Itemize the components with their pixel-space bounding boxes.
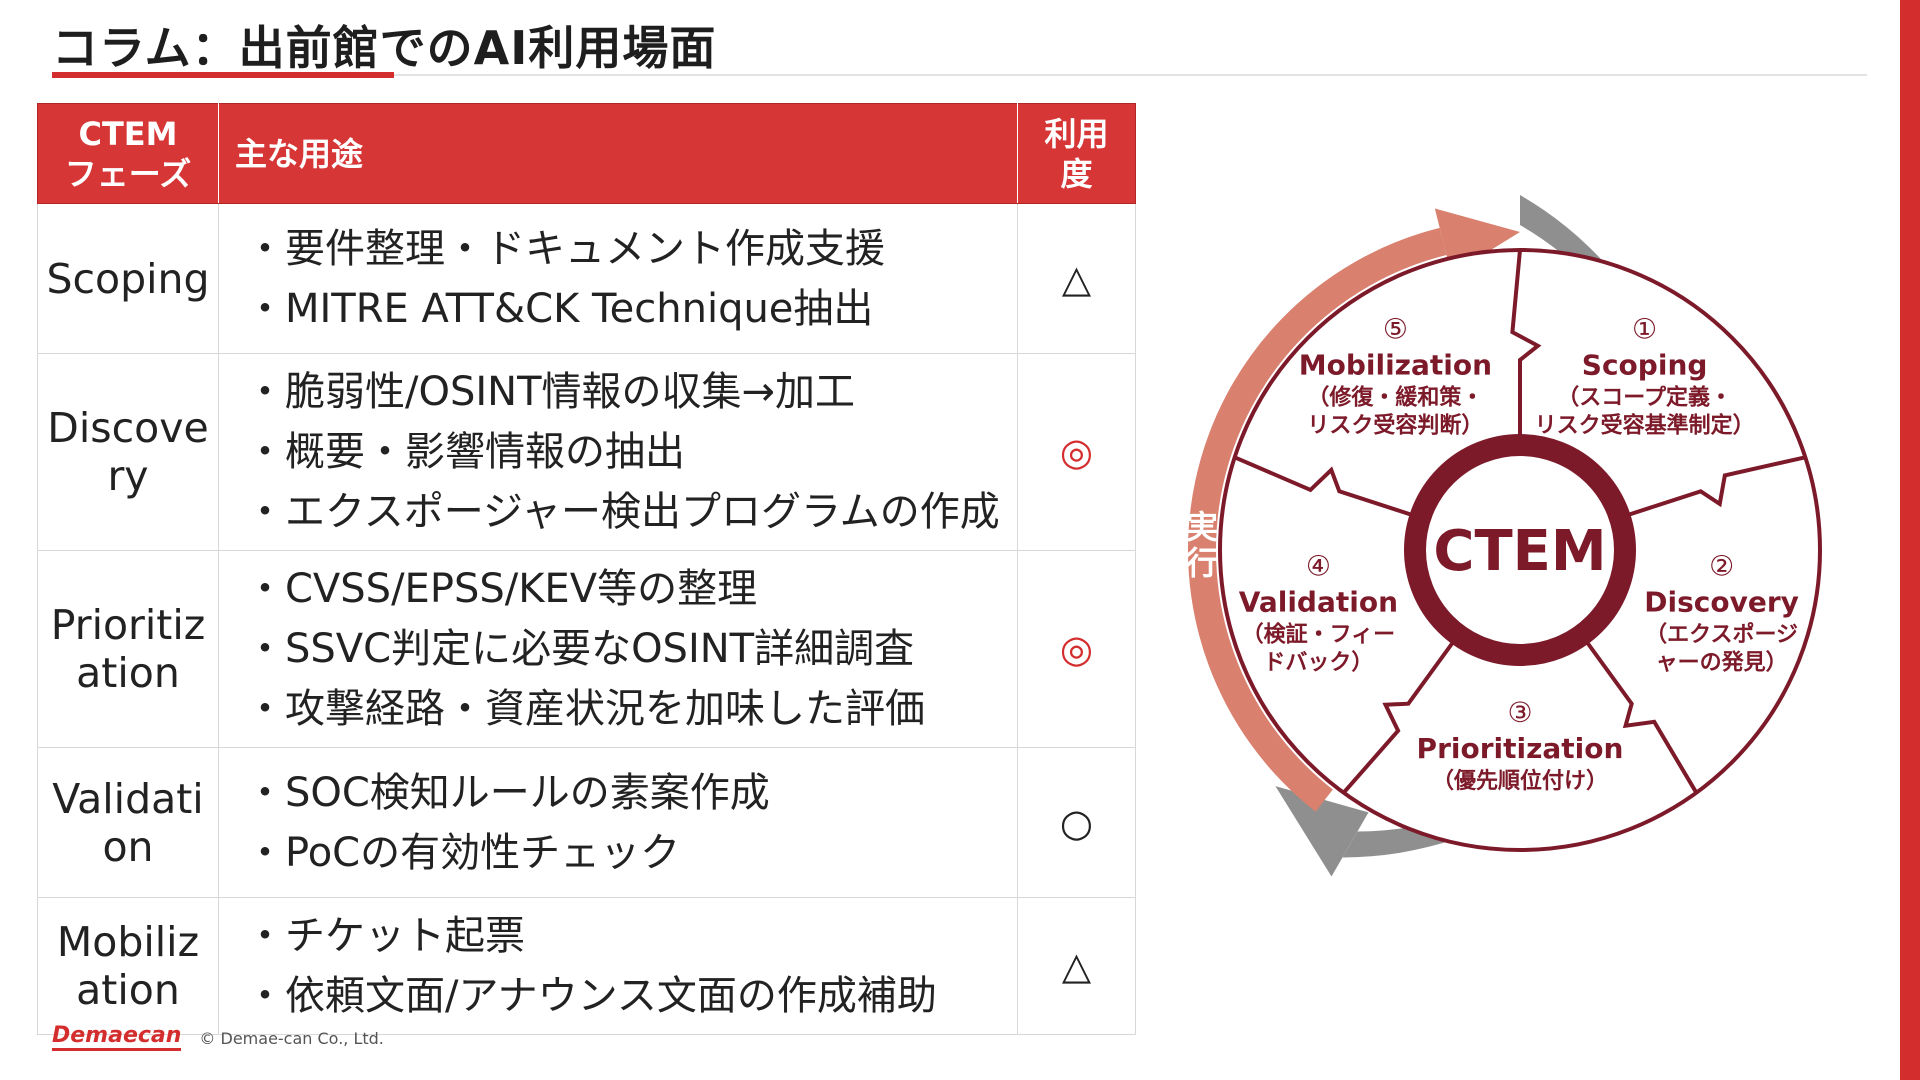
phase-cell: Scoping: [37, 203, 219, 354]
table-row: Scoping ・要件整理・ドキュメント作成支援 ・MITRE ATT&CK T…: [37, 203, 1136, 354]
execution-arc: [1188, 227, 1447, 812]
usage-triangle-mark: △: [1061, 944, 1092, 988]
usage-triangle-mark: △: [1061, 256, 1092, 301]
usage-cell: △: [1017, 897, 1136, 1035]
segment-description: ャーの発見）: [1656, 651, 1788, 676]
right-accent-bar: [1900, 0, 1920, 1080]
ctem-center-label: CTEM: [1433, 519, 1606, 584]
segment-description: リスク受容基準制定）: [1535, 412, 1755, 438]
title-divider: [52, 74, 1867, 76]
segment-name: Mobilization: [1299, 348, 1492, 381]
header-usage: 利用度: [1017, 103, 1136, 204]
table-row: Discovery ・脆弱性/OSINT情報の収集→加工 ・概要・影響情報の抽出…: [37, 353, 1136, 551]
segment-description: （エクスポージ: [1645, 622, 1798, 648]
usage-cell: ◎: [1017, 550, 1136, 748]
segment-description: （修復・緩和策・: [1307, 384, 1483, 410]
use-item: ・MITRE ATT&CK Technique抽出: [245, 285, 874, 332]
page-title: コラム：出前館でのAI利用場面: [52, 21, 717, 75]
use-item: ・要件整理・ドキュメント作成支援: [245, 225, 885, 272]
segment-description: ドバック）: [1263, 651, 1373, 676]
segment-name: Prioritization: [1417, 732, 1624, 765]
uses-cell: ・チケット起票 ・依頼文面/アナウンス文面の作成補助: [218, 897, 1018, 1035]
use-item: ・概要・影響情報の抽出: [245, 429, 685, 475]
header-uses: 主な用途: [218, 103, 1018, 204]
ctem-hub-ring: [1404, 434, 1636, 666]
usage-cell: △: [1017, 203, 1136, 354]
diagnosis-label: 診: [1844, 508, 1877, 546]
use-item: ・依頼文面/アナウンス文面の作成補助: [245, 973, 937, 1019]
usage-circle-mark: ○: [1059, 800, 1094, 845]
uses-cell: ・要件整理・ドキュメント作成支援 ・MITRE ATT&CK Technique…: [218, 203, 1018, 354]
usage-double-circle-mark: ◎: [1059, 430, 1094, 474]
segment-number: ②: [1709, 550, 1734, 583]
demaecan-logo: Demaecan: [52, 1025, 182, 1051]
use-item: ・脆弱性/OSINT情報の収集→加工: [245, 369, 856, 415]
uses-cell: ・CVSS/EPSS/KEV等の整理 ・SSVC判定に必要なOSINT詳細調査 …: [218, 550, 1018, 748]
segment-number: ①: [1632, 312, 1657, 345]
segment-divider: [1622, 455, 1806, 519]
uses-cell: ・脆弱性/OSINT情報の収集→加工 ・概要・影響情報の抽出 ・エクスポージャー…: [218, 353, 1018, 551]
diagnosis-arrowhead: [1275, 786, 1369, 877]
use-item: ・エクスポージャー検出プログラムの作成: [245, 489, 1000, 535]
table-row: Mobilization ・チケット起票 ・依頼文面/アナウンス文面の作成補助 …: [37, 897, 1136, 1035]
phase-cell: Validation: [37, 747, 219, 898]
use-item: ・SOC検知ルールの素案作成: [245, 769, 770, 816]
segment-description: （優先順位付け）: [1432, 768, 1608, 794]
footer: Demaecan © Demae-can Co., Ltd.: [52, 1025, 384, 1051]
use-item: ・CVSS/EPSS/KEV等の整理: [245, 566, 758, 612]
segment-divider: [1581, 636, 1699, 794]
use-item: ・SSVC判定に必要なOSINT詳細調査: [245, 626, 915, 672]
execution-label: 実: [1186, 508, 1218, 546]
segment-name: Scoping: [1582, 348, 1708, 381]
segment-number: ③: [1507, 696, 1532, 729]
execution-label: 行: [1186, 544, 1218, 582]
use-item: ・攻撃経路・資産状況を加味した評価: [245, 686, 925, 732]
segment-name: Discovery: [1644, 586, 1799, 619]
segment-description: （検証・フィー: [1242, 622, 1396, 648]
segment-divider: [1342, 636, 1459, 795]
phase-cell: Discovery: [37, 353, 219, 551]
segment-divider: [1233, 455, 1418, 519]
table-row: Prioritization ・CVSS/EPSS/KEV等の整理 ・SSVC判…: [37, 550, 1136, 748]
use-item: ・PoCの有効性チェック: [245, 829, 681, 876]
segment-divider: [1510, 249, 1542, 442]
segment-description: （スコープ定義・: [1557, 384, 1732, 410]
phase-cell: Mobilization: [37, 897, 219, 1035]
segment-number: ⑤: [1383, 312, 1408, 345]
segment-number: ④: [1306, 550, 1331, 583]
table-row: Validation ・SOC検知ルールの素案作成 ・PoCの有効性チェック ○: [37, 747, 1136, 898]
copyright-text: © Demae-can Co., Ltd.: [199, 1028, 384, 1048]
uses-cell: ・SOC検知ルールの素案作成 ・PoCの有効性チェック: [218, 747, 1018, 898]
segment-name: Validation: [1239, 586, 1398, 619]
diagnosis-label: 断: [1844, 544, 1876, 582]
usage-cell: ◎: [1017, 353, 1136, 551]
title-accent-underline: [52, 72, 394, 78]
use-item: ・チケット起票: [245, 913, 525, 959]
segment-description: リスク受容判断）: [1307, 412, 1483, 438]
usage-double-circle-mark: ◎: [1059, 627, 1094, 671]
usage-cell: ○: [1017, 747, 1136, 898]
phase-cell: Prioritization: [37, 550, 219, 748]
